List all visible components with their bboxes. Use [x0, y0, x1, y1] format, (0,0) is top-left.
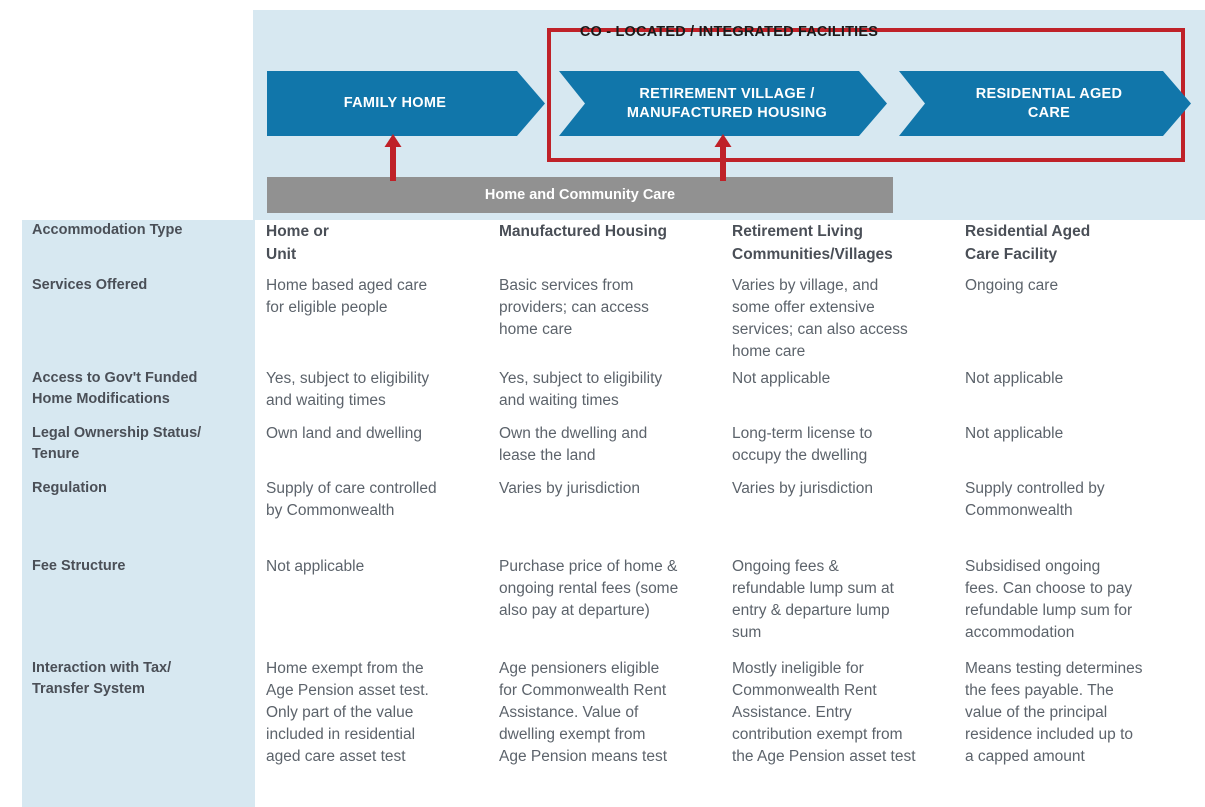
chevron-family-home-label: FAMILY HOME — [343, 95, 447, 111]
cell-manufactured-housing: Manufactured Housing — [499, 223, 667, 240]
row-label: Regulation — [32, 480, 107, 496]
row-label: Accommodation Type — [32, 222, 183, 238]
chevron-retirement-village-line2: MANUFACTURED HOUSING — [626, 104, 828, 121]
row-label: Interaction with Tax/Transfer System — [32, 660, 172, 697]
chevron-retirement-village-text: RETIREMENT VILLAGE / MANUFACTURED HOUSIN… — [627, 85, 827, 123]
up-arrow-icon-to-retirement-village — [714, 134, 732, 181]
chevron-family-home[interactable]: FAMILY HOME — [267, 71, 545, 136]
cell-residential-aged-care: Not applicable — [965, 425, 1064, 442]
co-located-facilities-label: CO - LOCATED / INTEGRATED FACILITIES — [579, 24, 879, 40]
table-row: Interaction with Tax/Transfer System Home… — [0, 658, 1205, 768]
cell-manufactured-housing: Varies by jurisdiction — [499, 480, 640, 497]
row-label: Fee Structure — [32, 558, 126, 574]
cell-retirement-living: Varies by jurisdiction — [732, 480, 873, 497]
chevron-residential-aged-care-line2: CARE — [1027, 104, 1071, 121]
attribute-column-background — [22, 220, 255, 807]
cell-home-or-unit: Own land and dwelling — [266, 425, 422, 442]
home-and-community-care-label: Home and Community Care — [484, 187, 676, 203]
chevron-retirement-village-line1: RETIREMENT VILLAGE / — [639, 85, 815, 102]
chevron-residential-aged-care-text: RESIDENTIAL AGED CARE — [976, 85, 1123, 123]
cell-retirement-living: Not applicable — [732, 370, 831, 387]
cell-residential-aged-care: Ongoing care — [965, 277, 1059, 294]
chevron-residential-aged-care-line1: RESIDENTIAL AGED — [975, 85, 1123, 102]
chevron-residential-aged-care[interactable]: RESIDENTIAL AGED CARE — [899, 71, 1191, 136]
up-arrow-icon-to-family-home — [384, 134, 402, 181]
home-and-community-care-bar[interactable]: Home and Community Care — [267, 177, 893, 213]
cell-manufactured-housing: Purchase price of home &ongoing rental f… — [499, 558, 679, 619]
cell-residential-aged-care: Not applicable — [965, 370, 1064, 387]
row-label: Legal Ownership Status/Tenure — [32, 425, 202, 462]
table-row: Legal Ownership Status/Tenure Own land an… — [0, 423, 1205, 467]
chevron-retirement-village-manufactured-housing[interactable]: RETIREMENT VILLAGE / MANUFACTURED HOUSIN… — [559, 71, 887, 136]
table-row: Fee Structure Not applicable Purchase pric… — [0, 556, 1205, 644]
cell-home-or-unit: Not applicable — [266, 558, 365, 575]
care-pathway-diagram: CO - LOCATED / INTEGRATED FACILITIES FAM… — [253, 10, 1205, 220]
row-label: Services Offered — [32, 277, 148, 293]
